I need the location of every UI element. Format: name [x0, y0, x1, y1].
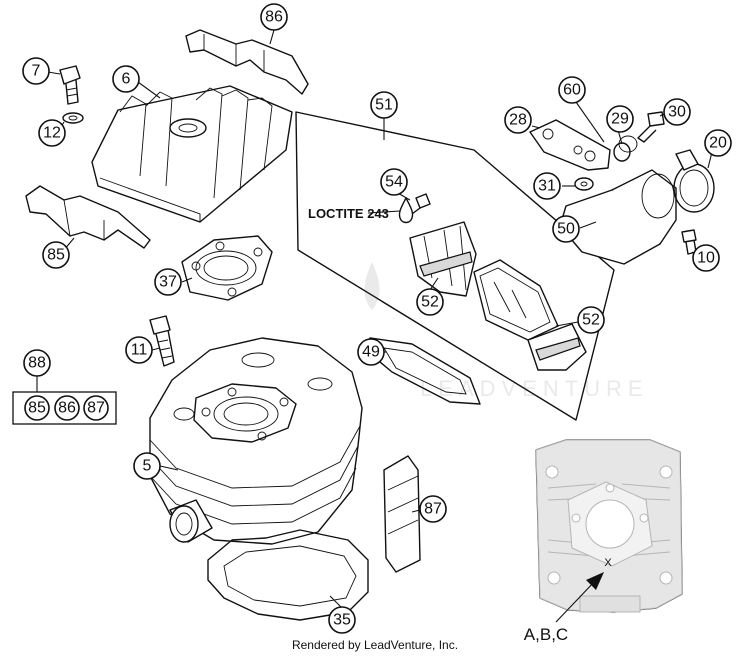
head-gasket — [181, 235, 273, 301]
bracket-washer — [574, 177, 594, 191]
kit-item-86: 86 — [54, 395, 80, 421]
spacer-strip — [383, 455, 421, 573]
footer-credit: Rendered by LeadVenture, Inc. — [291, 638, 459, 652]
callout-60: 60 — [558, 76, 586, 104]
callout-86: 86 — [260, 3, 288, 31]
callout-7: 7 — [22, 57, 50, 85]
svg-text:87: 87 — [424, 501, 442, 518]
manifold-bolt — [681, 229, 697, 255]
callout-12: 12 — [38, 119, 66, 147]
callout-28: 28 — [504, 106, 532, 134]
inset-cylinder-view: X — [535, 439, 683, 613]
svg-text:88: 88 — [28, 355, 46, 372]
svg-text:7: 7 — [32, 63, 41, 80]
svg-text:6: 6 — [122, 71, 131, 88]
svg-text:86: 86 — [265, 9, 283, 26]
svg-text:50: 50 — [557, 221, 575, 238]
head-bolt — [59, 65, 81, 105]
kit-item-85: 85 — [24, 395, 50, 421]
svg-text:10: 10 — [697, 250, 715, 267]
callout-49: 49 — [357, 338, 385, 366]
svg-text:5: 5 — [143, 458, 152, 475]
svg-text:60: 60 — [563, 82, 581, 99]
callout-54: 54 — [380, 168, 408, 196]
reed-petals-left — [409, 221, 477, 297]
leader-lines — [36, 29, 713, 609]
hose-clamp — [673, 149, 715, 213]
callout-37: 37 — [154, 268, 182, 296]
deflector-top — [185, 29, 309, 95]
svg-text:52: 52 — [421, 294, 439, 311]
callout-35: 35 — [328, 606, 356, 634]
callout-52-right: 52 — [577, 306, 605, 334]
callout-31: 31 — [533, 172, 561, 200]
base-gasket — [207, 529, 369, 621]
svg-text:85: 85 — [47, 247, 65, 264]
watermark-logo: LEADVENTURE — [364, 262, 649, 401]
svg-text:35: 35 — [333, 612, 351, 629]
bracket — [529, 119, 611, 171]
svg-text:49: 49 — [362, 344, 380, 361]
loctite-drop-icon — [398, 197, 414, 224]
callout-20: 20 — [704, 129, 732, 157]
reed-kit-frame — [295, 111, 615, 421]
callout-50: 50 — [552, 215, 580, 243]
callout-5: 5 — [133, 452, 161, 480]
head-washer — [62, 112, 84, 124]
bracket-screw — [637, 111, 665, 143]
callout-30: 30 — [663, 98, 691, 126]
svg-text:85: 85 — [28, 400, 46, 417]
reed-screw — [411, 193, 431, 215]
cylinder-stud — [149, 315, 175, 367]
callout-52-left: 52 — [416, 288, 444, 316]
callout-11: 11 — [125, 336, 153, 364]
callout-85: 85 — [42, 241, 70, 269]
callout-10: 10 — [692, 244, 720, 272]
kit-item-87: 87 — [83, 395, 109, 421]
inset-mark-label: X — [604, 557, 612, 569]
callout-87: 87 — [419, 495, 447, 523]
svg-text:86: 86 — [58, 400, 76, 417]
svg-text:29: 29 — [611, 111, 629, 128]
svg-text:30: 30 — [668, 104, 686, 121]
callout-88: 88 — [23, 349, 51, 377]
svg-text:20: 20 — [709, 135, 727, 152]
svg-text:54: 54 — [385, 174, 403, 191]
svg-text:11: 11 — [131, 342, 148, 359]
cylinder-head — [91, 85, 293, 223]
svg-text:28: 28 — [509, 112, 527, 129]
loctite-label: LOCTITE 243 — [308, 206, 389, 221]
inset-arrow-label: A,B,C — [524, 625, 568, 644]
intake-manifold — [559, 169, 677, 265]
callout-6: 6 — [112, 65, 140, 93]
svg-text:37: 37 — [159, 274, 177, 291]
svg-text:31: 31 — [538, 178, 556, 195]
svg-text:LEADVENTURE: LEADVENTURE — [420, 376, 649, 401]
svg-text:87: 87 — [87, 400, 105, 417]
reed-petals-right — [527, 323, 587, 371]
svg-text:52: 52 — [582, 312, 600, 329]
callout-29: 29 — [606, 105, 634, 133]
cylinder — [149, 337, 363, 545]
svg-text:12: 12 — [43, 125, 61, 142]
inset-arrow: A,B,C — [524, 572, 604, 644]
deflector-left — [25, 185, 151, 249]
reed-block — [473, 259, 559, 341]
callout-51: 51 — [370, 91, 398, 119]
svg-text:51: 51 — [375, 97, 393, 114]
spacer — [613, 135, 638, 162]
